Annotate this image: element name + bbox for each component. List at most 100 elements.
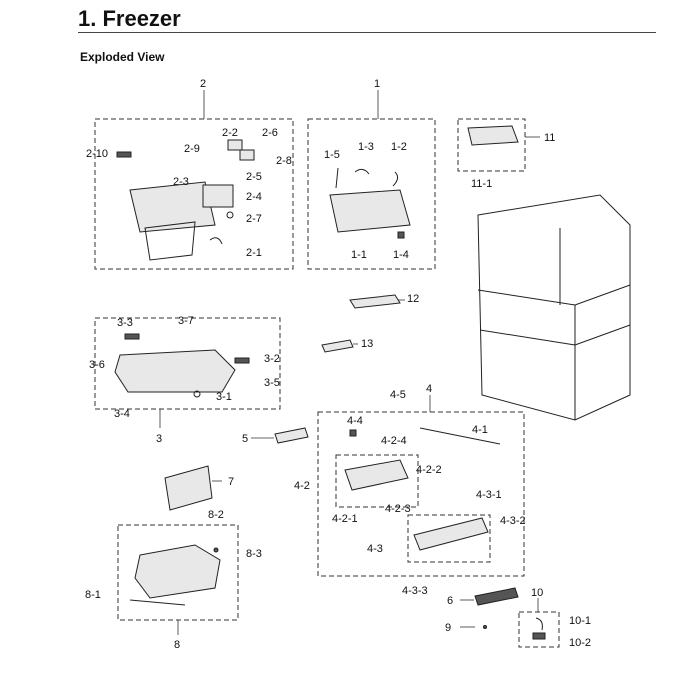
callout-2-10: 2-10 (86, 148, 108, 160)
callout-4-3-1: 4-3-1 (476, 489, 502, 501)
part-7-shape (164, 465, 213, 511)
part-4-2-shape (344, 459, 409, 491)
callout-9: 9 (445, 622, 451, 634)
callout-4-3-2: 4-3-2 (500, 515, 526, 527)
title-divider (78, 32, 656, 33)
callout-2: 2 (200, 78, 206, 90)
callout-1-1: 1-1 (351, 249, 367, 261)
part-10-1-shape (535, 617, 543, 631)
part-panel-cover (129, 181, 216, 233)
callout-2-2: 2-2 (222, 127, 238, 139)
callout-4-5: 4-5 (390, 389, 406, 401)
callout-2-3: 2-3 (173, 176, 189, 188)
page-title: 1. Freezer (78, 6, 181, 31)
callout-4-2-2: 4-2-2 (416, 464, 442, 476)
callout-2-1: 2-1 (246, 247, 262, 259)
group-10-boundary (518, 611, 560, 648)
callout-11: 11 (544, 132, 555, 144)
group-3-boundary (94, 317, 281, 410)
part-10-2-shape (532, 632, 546, 640)
group-4-3-boundary (407, 514, 491, 563)
part-1-5-shape (335, 167, 339, 189)
callout-3-7: 3-7 (178, 315, 194, 327)
part-8-1-shape (129, 599, 186, 606)
assembly-group-4: 4 4-4 4-5 4-1 4-2-4 4-2-2 4-2 4-2-3 4-2-… (294, 383, 526, 597)
callout-6: 6 (447, 595, 453, 607)
callout-1-2: 1-2 (391, 141, 407, 153)
part-4-1-shape (419, 427, 501, 445)
group-11-boundary (457, 118, 526, 172)
part-2-6-shape (239, 149, 255, 161)
part-6-group: 6 (447, 587, 519, 607)
callout-2-4: 2-4 (246, 191, 262, 203)
assembly-group-1: 1 1-5 1-3 1-2 1-1 1-4 (307, 78, 436, 270)
cabinet-outline (477, 194, 631, 421)
callout-3-5: 3-5 (264, 377, 280, 389)
callout-4: 4 (426, 383, 432, 395)
callout-3-6: 3-6 (89, 359, 105, 371)
part-panel-duct (144, 221, 196, 261)
callout-1-3: 1-3 (358, 141, 374, 153)
callout-2-7: 2-7 (246, 213, 262, 225)
callout-2-5: 2-5 (246, 171, 262, 183)
callout-3-3: 3-3 (117, 317, 133, 329)
part-1-2-shape (392, 171, 399, 187)
assembly-group-3: 3 3-3 3-7 3-6 3-2 3-5 3-1 3-4 (89, 315, 281, 445)
part-1-4-shape (397, 231, 405, 239)
callout-4-2-4: 4-2-4 (381, 435, 407, 447)
part-2-10-shape (116, 151, 132, 158)
callout-3-4: 3-4 (114, 408, 130, 420)
callout-2-6: 2-6 (262, 127, 278, 139)
part-4-3-shape (413, 517, 489, 551)
assembly-group-11: 11 11-1 (457, 118, 555, 190)
callout-13: 13 (361, 338, 373, 350)
callout-8-2: 8-2 (208, 509, 224, 521)
part-11-shape (467, 125, 519, 146)
callout-4-1: 4-1 (472, 424, 488, 436)
refrigerator-cabinet (477, 194, 631, 421)
part-1-3-shape (354, 168, 370, 175)
callout-5: 5 (242, 433, 248, 445)
part-5-shape (274, 427, 309, 444)
callout-10-1: 10-1 (569, 615, 591, 627)
callout-11-1: 11-1 (471, 178, 492, 190)
part-13-shape (321, 339, 354, 353)
callout-4-2-1: 4-2-1 (332, 513, 358, 525)
group-2-boundary (94, 118, 294, 270)
part-2-2-shape (227, 139, 243, 151)
part-4-4-shape (349, 429, 357, 437)
callout-2-9: 2-9 (184, 143, 200, 155)
callout-10-2: 10-2 (569, 637, 591, 649)
callout-3: 3 (156, 433, 162, 445)
callout-4-4: 4-4 (347, 415, 363, 427)
callout-4-3-3: 4-3-3 (402, 585, 428, 597)
assembly-group-10: 10 10-1 10-2 (518, 587, 591, 649)
part-3-2-shape (234, 357, 250, 364)
part-9-shape (483, 625, 487, 629)
part-7-group: 7 (164, 465, 234, 511)
callout-12: 12 (407, 293, 419, 305)
part-5-group: 5 (242, 427, 309, 445)
part-1-1-shape (329, 189, 411, 233)
callout-3-2: 3-2 (264, 353, 280, 365)
group-4-2-boundary (335, 454, 419, 508)
callout-4-3: 4-3 (367, 543, 383, 555)
part-8-3-shape (213, 547, 219, 553)
part-2-7-shape (226, 211, 234, 219)
callout-4-2: 4-2 (294, 480, 310, 492)
part-9-group: 9 (445, 622, 487, 634)
callout-2-8: 2-8 (276, 155, 292, 167)
part-6-shape (474, 587, 519, 606)
part-12-group: 12 (349, 293, 419, 309)
part-3-1-shape (193, 390, 201, 398)
group-1-boundary (307, 118, 436, 270)
assembly-group-2: 2 2-10 2-2 2-6 2-9 2-8 2-5 2-3 2-4 2-7 2… (86, 78, 294, 270)
callout-3-1: 3-1 (216, 391, 232, 403)
part-8-basket (134, 544, 221, 599)
part-3-3-shape (124, 333, 140, 340)
callout-10: 10 (531, 587, 543, 599)
callout-8-1: 8-1 (85, 589, 101, 601)
callout-4-2-3: 4-2-3 (385, 503, 411, 515)
callout-8-3: 8-3 (246, 548, 262, 560)
